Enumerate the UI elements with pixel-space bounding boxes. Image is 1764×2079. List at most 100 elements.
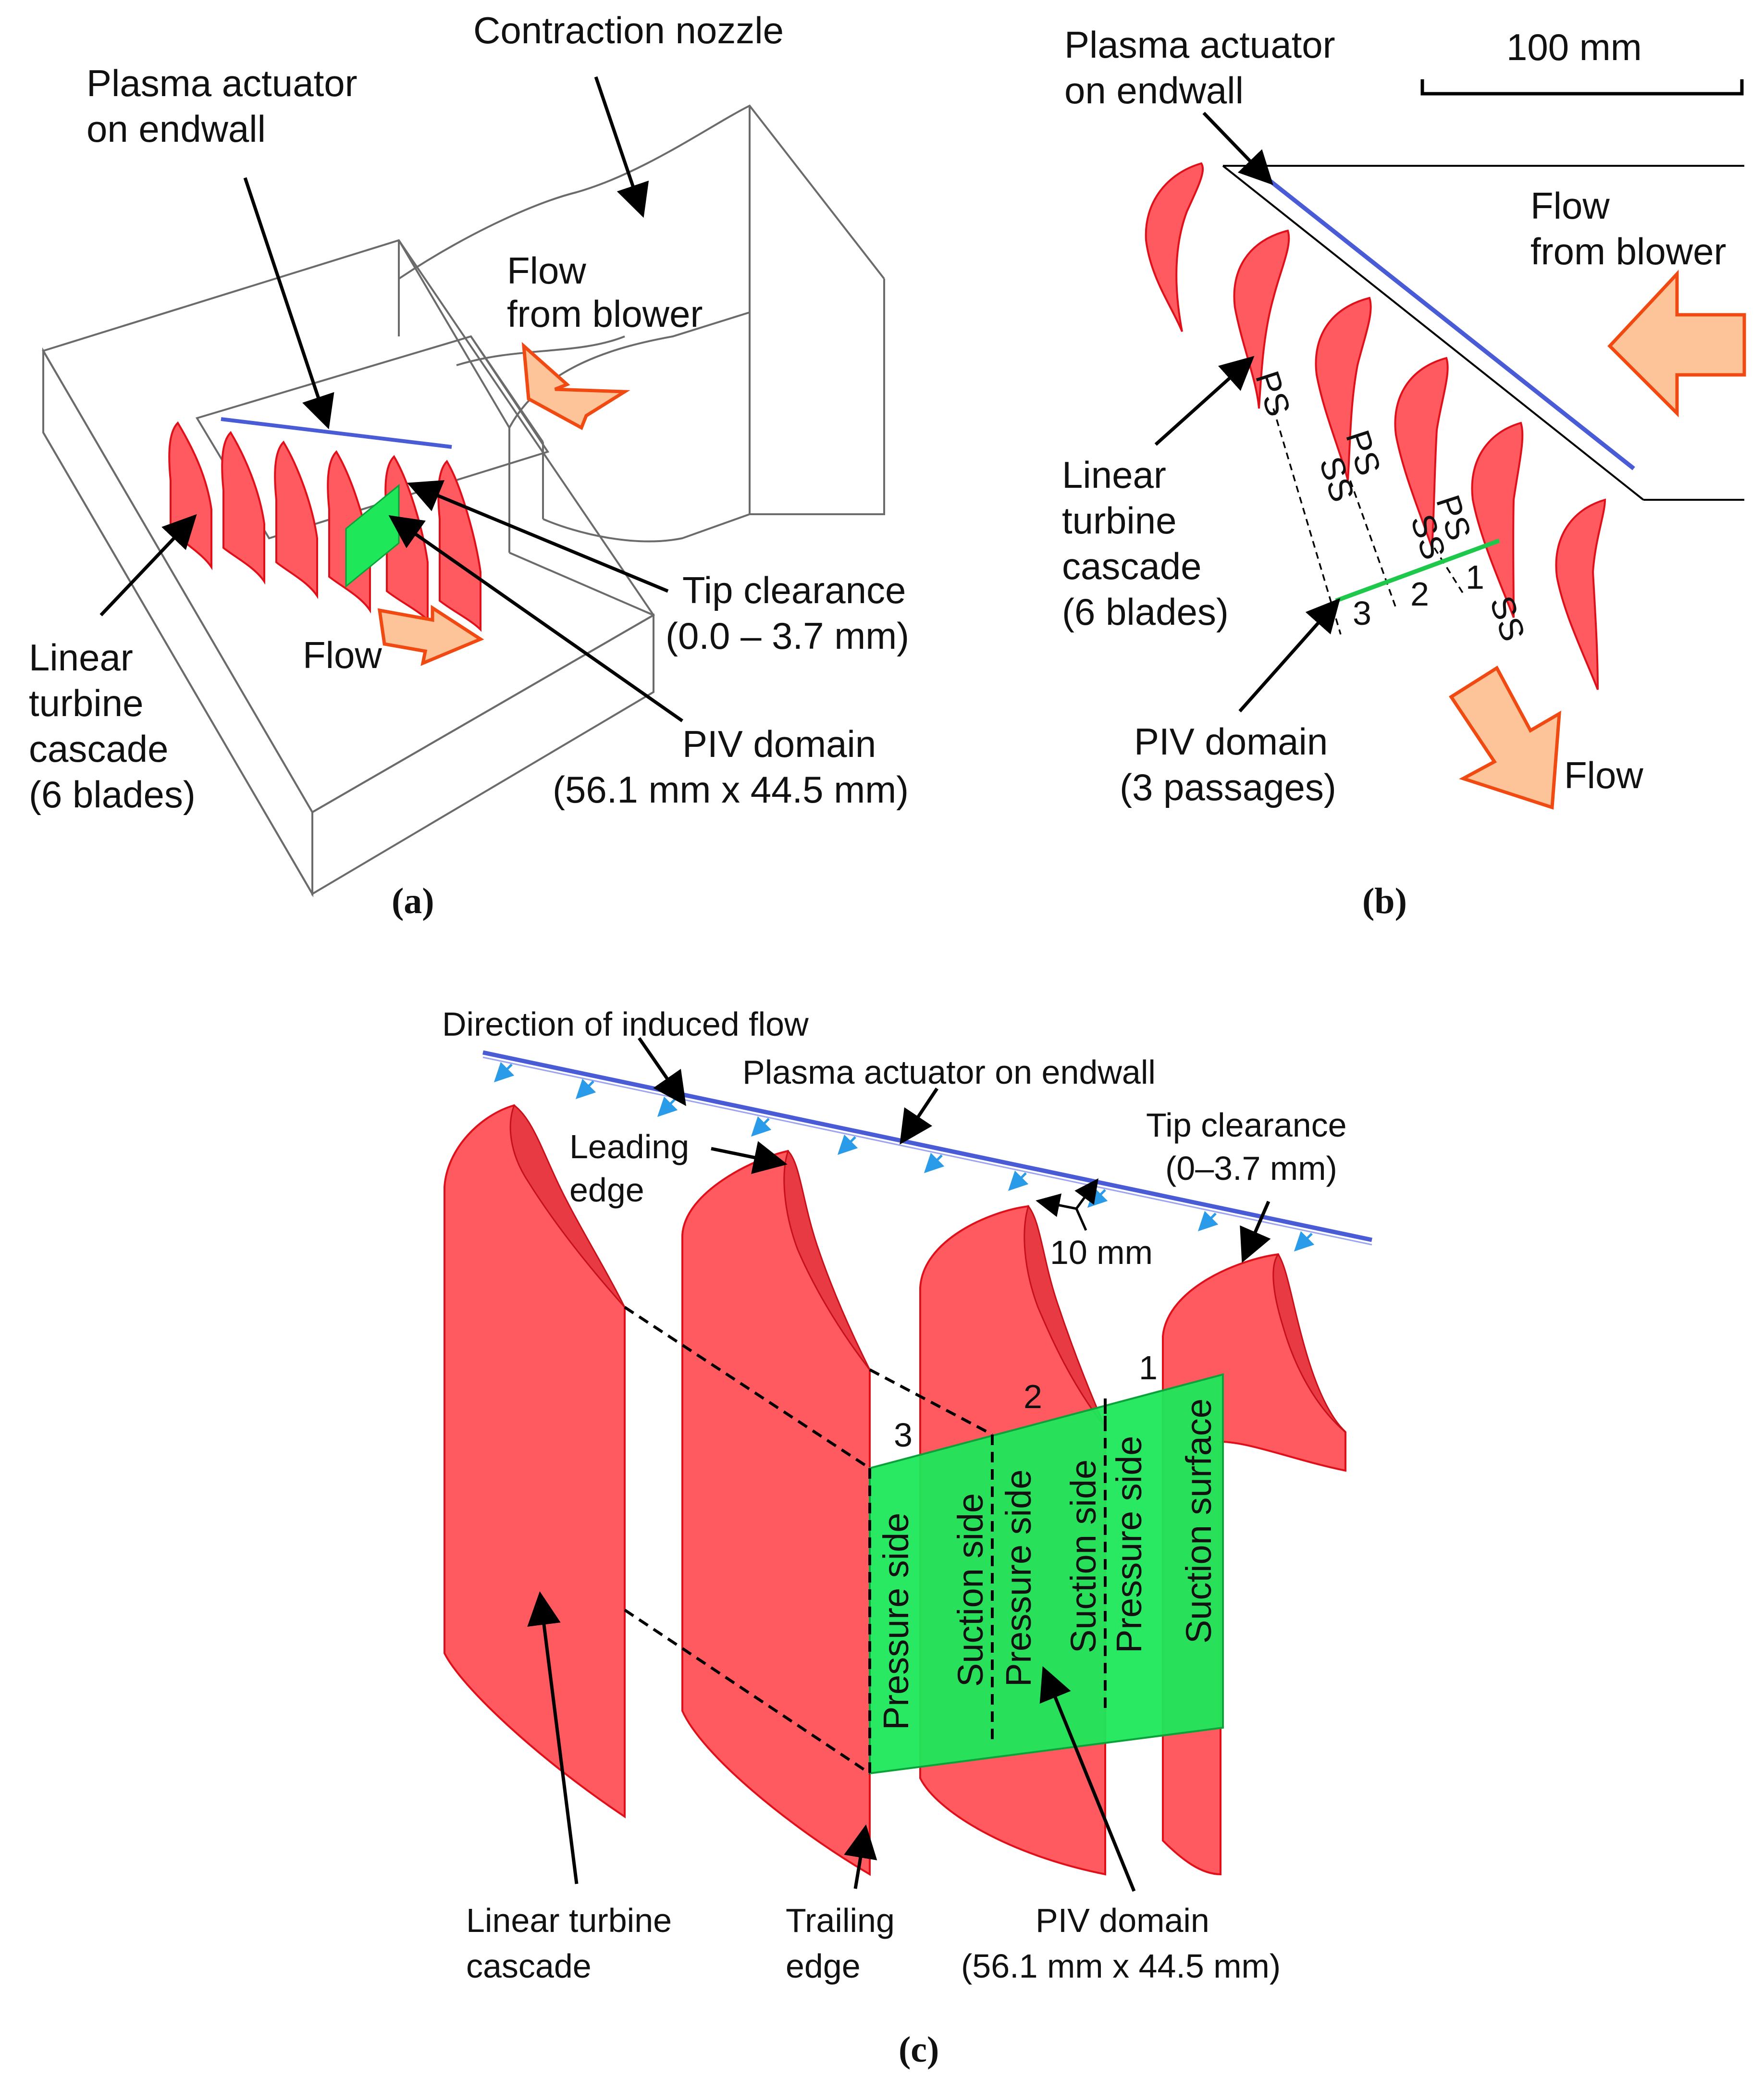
label-contraction-nozzle: Contraction nozzle — [473, 9, 784, 51]
label-piv-a-2: (56.1 mm x 44.5 mm) — [553, 768, 909, 811]
label-piv-b-2: (3 passages) — [1120, 766, 1336, 808]
pointer-tip-c — [1240, 1200, 1271, 1263]
endwall-line-diag — [1222, 165, 1644, 501]
label-cascade-b-1: Linear — [1062, 454, 1166, 496]
label-10mm: 10 mm — [1050, 1234, 1153, 1271]
pointer-piv-a — [388, 515, 684, 722]
label-flow-from-blower-a-1: Flow — [507, 249, 586, 292]
label-piv-c-1: PIV domain — [1036, 1902, 1209, 1939]
plasma-actuator-line-b — [1265, 176, 1635, 470]
blade-profile — [1233, 229, 1290, 409]
label-tip-clearance-a-2: (0.0 – 3.7 mm) — [666, 615, 909, 657]
flow-arrow-a — [377, 605, 484, 666]
label-leading-edge-1: Leading — [569, 1128, 689, 1165]
zone-label: Pressure side — [876, 1513, 916, 1730]
scale-bar — [1420, 79, 1744, 96]
label-flow-from-blower-b-1: Flow — [1530, 185, 1610, 227]
zone-label: Suction side — [1063, 1460, 1103, 1653]
cascade-profiles-b — [1145, 162, 1606, 690]
label-cascade-b-3: cascade — [1062, 545, 1202, 587]
label-trailing-edge-2: edge — [786, 1947, 861, 1985]
caption-a: (a) — [392, 881, 434, 921]
pointer-piv-b — [1238, 598, 1341, 713]
label-plasma-actuator-b-2: on endwall — [1064, 69, 1244, 111]
label-cascade-c-2: cascade — [466, 1947, 592, 1985]
blade — [437, 459, 481, 632]
test-section-box — [42, 239, 655, 898]
label-tip-clearance-c-2: (0–3.7 mm) — [1165, 1150, 1337, 1187]
label-cascade-a-2: turbine — [29, 682, 144, 724]
panel-c: Pressure side Suction side Pressure side… — [442, 1005, 1372, 2070]
panel-b: 100 mm Plasma actuator on endwall — [1062, 24, 1746, 921]
blade-top — [1272, 1253, 1346, 1433]
pointer-induced-flow — [638, 1037, 686, 1106]
pointer-cascade-c — [527, 1591, 579, 1884]
label-piv-a-1: PIV domain — [682, 723, 876, 765]
label-flow-from-blower-b-2: from blower — [1530, 230, 1726, 272]
blade — [168, 421, 212, 570]
label-passage-3-c: 3 — [894, 1416, 913, 1454]
zone-label: Suction side — [950, 1493, 990, 1687]
blade-profile — [1315, 297, 1372, 481]
zone-label: Suction surface — [1179, 1398, 1219, 1644]
flow-from-blower-arrow-b — [1607, 270, 1746, 418]
cascade-blades-a — [168, 421, 481, 632]
blade-top — [509, 1104, 626, 1308]
pointer-leading-edge — [711, 1141, 788, 1174]
passage-boundary — [1433, 547, 1464, 594]
plasma-actuator-line-c — [482, 1050, 1372, 1242]
pointer-actuator-a — [243, 177, 334, 430]
label-cascade-a-1: Linear — [29, 636, 133, 679]
pointer-10mm — [1036, 1193, 1077, 1217]
label-passage-2-b: 2 — [1410, 575, 1429, 613]
zone-label: Pressure side — [1109, 1436, 1149, 1653]
zone-label: Pressure side — [999, 1470, 1038, 1687]
pointer-tip-a — [407, 480, 669, 593]
label-passage-1-b: 1 — [1466, 558, 1484, 596]
piv-domain-line-b — [1335, 538, 1500, 603]
pointer-piv-c — [1039, 1666, 1136, 1892]
blade-profile — [1145, 162, 1204, 332]
label-ss: SS — [1483, 592, 1532, 646]
blade — [274, 440, 318, 599]
passage-boundary — [1272, 408, 1342, 635]
label-plasma-actuator-b-1: Plasma actuator — [1064, 24, 1335, 66]
blade-profile — [1394, 357, 1449, 548]
blade — [444, 1104, 626, 1819]
pointer-actuator-c — [900, 1088, 938, 1145]
label-direction-induced-flow: Direction of induced flow — [442, 1005, 809, 1043]
label-passage-2-c: 2 — [1024, 1378, 1042, 1415]
blade-top — [783, 1150, 871, 1370]
label-tip-clearance-a-1: Tip clearance — [682, 569, 906, 611]
pointer-trailing-edge — [844, 1824, 877, 1889]
label-cascade-c-1: Linear turbine — [466, 1902, 672, 1939]
label-flow-from-blower-a-2: from blower — [507, 293, 703, 335]
label-passage-3-b: 3 — [1353, 594, 1371, 632]
label-plasma-actuator-a-1: Plasma actuator — [86, 62, 358, 104]
label-flow-a: Flow — [303, 634, 382, 676]
flow-from-blower-arrow-a — [521, 342, 630, 430]
plasma-actuator-line — [221, 417, 452, 449]
label-cascade-a-3: cascade — [29, 728, 169, 770]
blade-profile — [1555, 498, 1606, 690]
flow-arrow-b — [1449, 666, 1562, 810]
contraction-nozzle — [398, 104, 885, 543]
blade — [221, 431, 265, 585]
label-plasma-actuator-a-2: on endwall — [86, 108, 266, 150]
blade — [681, 1150, 871, 1876]
panel-a: Contraction nozzle Plasma actuator on en… — [29, 9, 909, 921]
pointer-cascade-a — [99, 514, 197, 617]
pointer-nozzle — [594, 76, 649, 218]
pointer-cascade-b — [1154, 356, 1255, 446]
label-trailing-edge-1: Trailing — [786, 1902, 895, 1939]
label-cascade-b-4: (6 blades) — [1062, 591, 1229, 633]
label-flow-b: Flow — [1564, 754, 1643, 796]
blade-profile — [1471, 421, 1524, 618]
label-piv-b-1: PIV domain — [1134, 720, 1328, 763]
caption-c: (c) — [899, 2030, 939, 2070]
label-cascade-b-2: turbine — [1062, 499, 1177, 542]
label-tip-clearance-c-1: Tip clearance — [1146, 1106, 1347, 1144]
pointer-actuator-b — [1202, 111, 1273, 186]
label-leading-edge-2: edge — [569, 1171, 644, 1209]
